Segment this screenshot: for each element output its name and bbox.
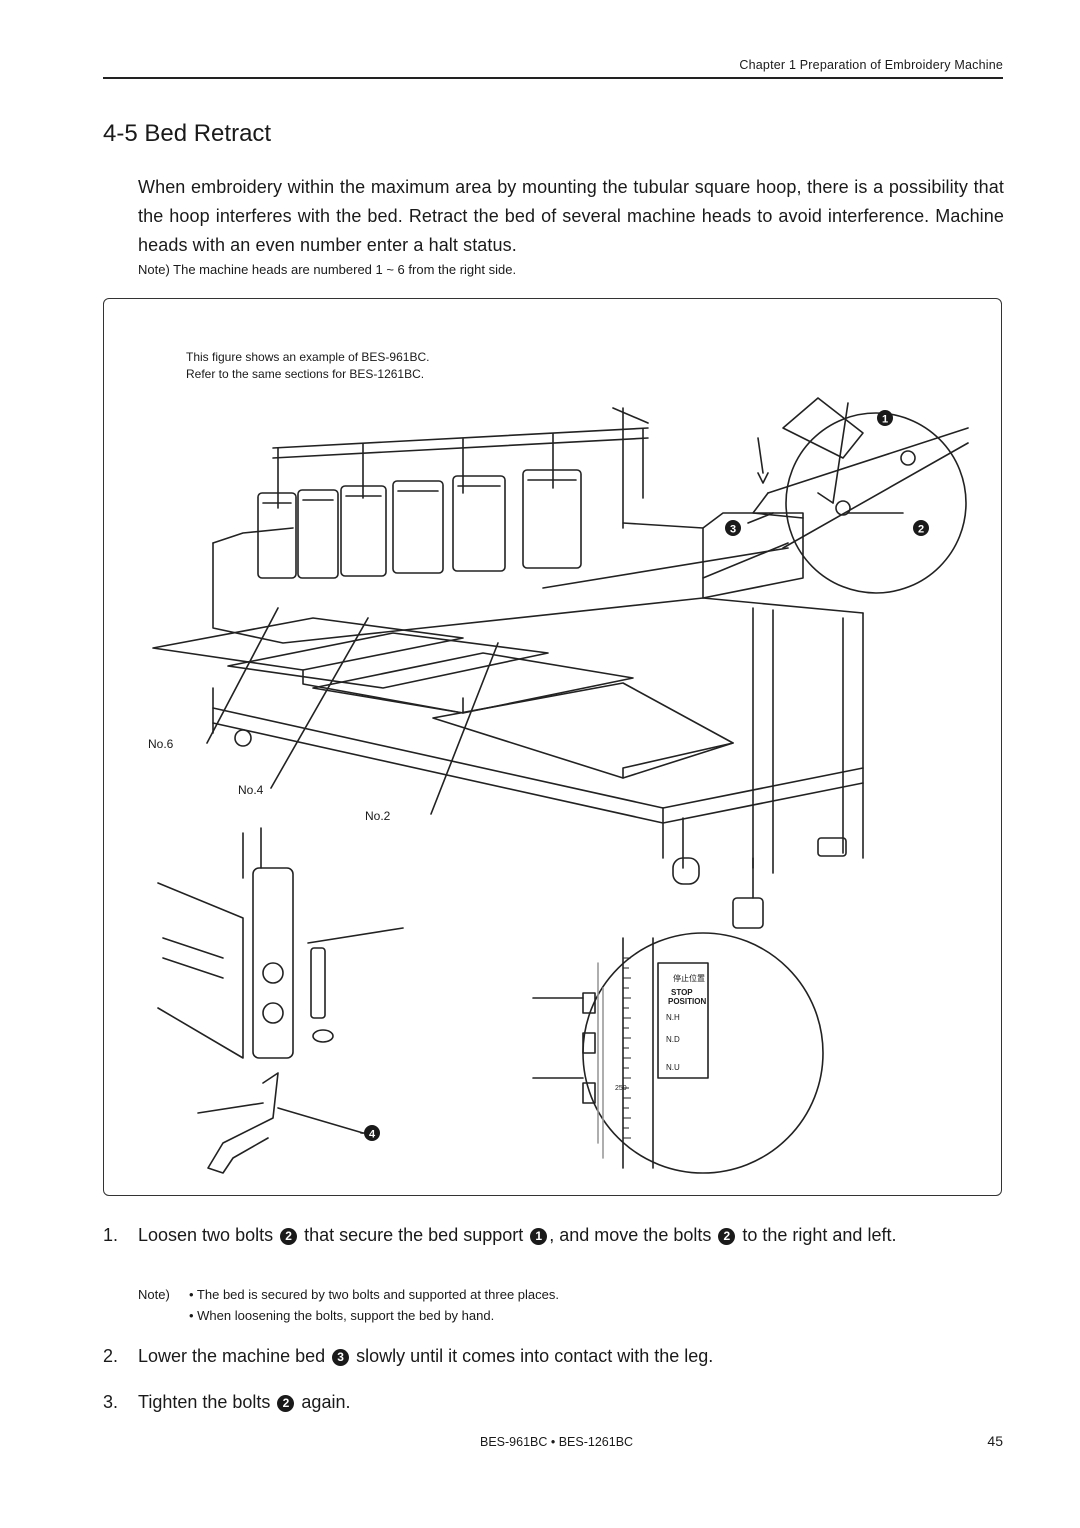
- caption-line-1: This figure shows an example of BES-961B…: [186, 350, 430, 364]
- step-3: 3. Tighten the bolts 2 again.: [103, 1389, 1003, 1416]
- callout-3: 3: [725, 520, 741, 536]
- page-number: 45: [987, 1433, 1003, 1449]
- leader-no6: [206, 607, 279, 744]
- running-head: Chapter 1 Preparation of Embroidery Mach…: [739, 58, 1003, 72]
- step-note-item-2: • When loosening the bolts, support the …: [189, 1308, 495, 1323]
- step-3-text: Tighten the bolts 2 again.: [138, 1392, 351, 1412]
- machine-beds: [152, 617, 734, 779]
- ruler-number: 250: [615, 1085, 627, 1092]
- label-head-6: No.6: [148, 737, 174, 751]
- scale-mark-nd: N.D: [666, 1035, 680, 1044]
- svg-text:3: 3: [730, 524, 736, 536]
- callout-badge: 3: [332, 1349, 350, 1366]
- step-1-text: Loosen two bolts 2 that secure the bed s…: [138, 1225, 897, 1245]
- figure-frame: [103, 298, 1002, 1196]
- scale-mark-nu: N.U: [666, 1063, 680, 1072]
- leader-no4: [270, 617, 369, 789]
- svg-text:4: 4: [369, 1129, 376, 1141]
- figure-caption: This figure shows an example of BES-961B…: [186, 349, 429, 383]
- callout-badge: 2: [718, 1228, 736, 1245]
- callout-1: 1: [877, 410, 893, 426]
- scale-heading-stop: STOP: [671, 988, 693, 997]
- label-head-4: No.4: [238, 783, 264, 797]
- scale-mark-nh: N.H: [666, 1013, 680, 1022]
- step-1-number: 1.: [103, 1225, 119, 1245]
- callout-badge: 1: [530, 1228, 548, 1245]
- ruler-ticks: [623, 957, 631, 1139]
- thread-stand: [272, 407, 649, 529]
- svg-text:2: 2: [918, 524, 924, 536]
- step-2: 2. Lower the machine bed 3 slowly until …: [103, 1343, 1003, 1370]
- intro-paragraph: When embroidery within the maximum area …: [138, 177, 1004, 255]
- callout-4: 4: [364, 1125, 380, 1141]
- header-rule: [103, 77, 1003, 79]
- machine-frame: [212, 687, 864, 929]
- footer-model: BES-961BC • BES-1261BC: [480, 1435, 634, 1449]
- bed-support-detail: [542, 397, 969, 594]
- bed-retract-illustration: No.6 No.4 No.2 1 2 3 4 停止位置 STOP POSITIO…: [148, 397, 969, 1174]
- caption-line-2: Refer to the same sections for BES-1261B…: [186, 367, 425, 381]
- step-2-number: 2.: [103, 1346, 119, 1366]
- callout-badge: 2: [277, 1395, 295, 1412]
- scale-heading-position: POSITION: [668, 997, 706, 1006]
- stop-position-detail: [532, 932, 824, 1174]
- stop-position-scale: 停止位置 STOP POSITION N.H N.D N.U 250: [615, 973, 706, 1092]
- scale-heading-jp: 停止位置: [673, 973, 705, 983]
- step-3-number: 3.: [103, 1392, 119, 1412]
- step-note: Note) • The bed is secured by two bolts a…: [138, 1284, 559, 1326]
- machine-body: [212, 512, 864, 874]
- step-2-text: Lower the machine bed 3 slowly until it …: [138, 1346, 714, 1366]
- leader-no2: [430, 642, 499, 815]
- callout-badge: 2: [280, 1228, 298, 1245]
- step-note-item-1: • The bed is secured by two bolts and su…: [189, 1287, 559, 1302]
- machine-heads: [257, 469, 582, 579]
- section-title: 4-5 Bed Retract: [103, 120, 272, 147]
- step-1: 1. Loosen two bolts 2 that secure the be…: [103, 1222, 1003, 1276]
- numbering-note: Note) The machine heads are numbered 1 ~…: [138, 262, 517, 277]
- step-note-label: Note): [138, 1287, 170, 1302]
- label-head-2: No.2: [365, 809, 391, 823]
- bolt-detail: [157, 827, 404, 1174]
- svg-text:1: 1: [882, 414, 888, 426]
- callout-2: 2: [913, 520, 929, 536]
